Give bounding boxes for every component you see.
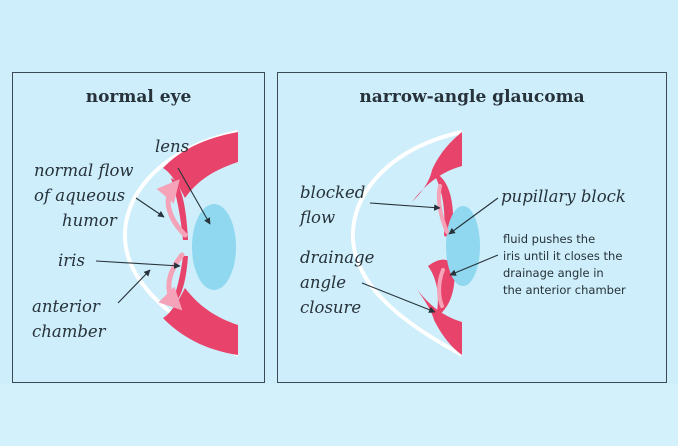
leader-anterior (117, 269, 151, 304)
leader-drainage (361, 282, 436, 313)
label-iris: iris (58, 251, 85, 270)
label-lens: lens (155, 137, 190, 156)
flow-arrow-upper (156, 179, 188, 238)
iris-lower-normal (171, 256, 188, 305)
panel-title-normal: normal eye (85, 87, 192, 107)
normal-eye-drawing (123, 130, 239, 357)
iris-lower-glaucoma (428, 259, 455, 318)
note-line1: fluid pushes the (503, 232, 596, 246)
lens-normal (192, 204, 236, 290)
label-flow-line1: normal flow (34, 161, 134, 180)
glaucoma-eye-drawing (351, 130, 480, 357)
leader-blocked (369, 202, 441, 211)
label-drainage-line3: closure (300, 298, 362, 317)
sclera-upper-glaucoma (412, 132, 462, 202)
leader-note (449, 254, 499, 276)
cornea-glaucoma (351, 130, 463, 357)
label-flow-line2: of aqueous (34, 186, 126, 205)
leader-iris (95, 260, 181, 269)
sclera-lower-glaucoma (416, 288, 462, 355)
leader-pupillary (448, 197, 499, 235)
note-line4: the anterior chamber (503, 283, 626, 297)
label-drainage-line1: drainage (300, 248, 375, 267)
glaucoma-leader-lines (361, 197, 499, 313)
iris-upper-normal (171, 178, 188, 240)
bottom-strip (0, 384, 678, 446)
note-line2: iris until it closes the (503, 249, 623, 263)
label-pupillary-block: pupillary block (501, 187, 626, 206)
note-line3: drainage angle in (503, 266, 604, 280)
flow-arrow-lower (158, 252, 185, 311)
panel-narrow-angle-glaucoma: narrow-angle glaucoma (277, 72, 667, 383)
blocked-flow-lower (437, 268, 445, 308)
iris-upper-glaucoma (433, 172, 454, 238)
label-blocked-line2: flow (300, 208, 336, 227)
label-anterior-line2: chamber (32, 322, 106, 341)
panel-title-glaucoma: narrow-angle glaucoma (359, 87, 585, 107)
leader-lens (177, 167, 211, 225)
label-blocked-line1: blocked (300, 183, 366, 202)
leader-flow (135, 197, 165, 218)
normal-leader-lines (95, 167, 211, 304)
label-drainage-line2: angle (300, 273, 347, 292)
label-anterior-line1: anterior (32, 297, 100, 316)
label-flow-line3: humor (62, 211, 117, 230)
sclera-upper-normal (163, 132, 238, 198)
